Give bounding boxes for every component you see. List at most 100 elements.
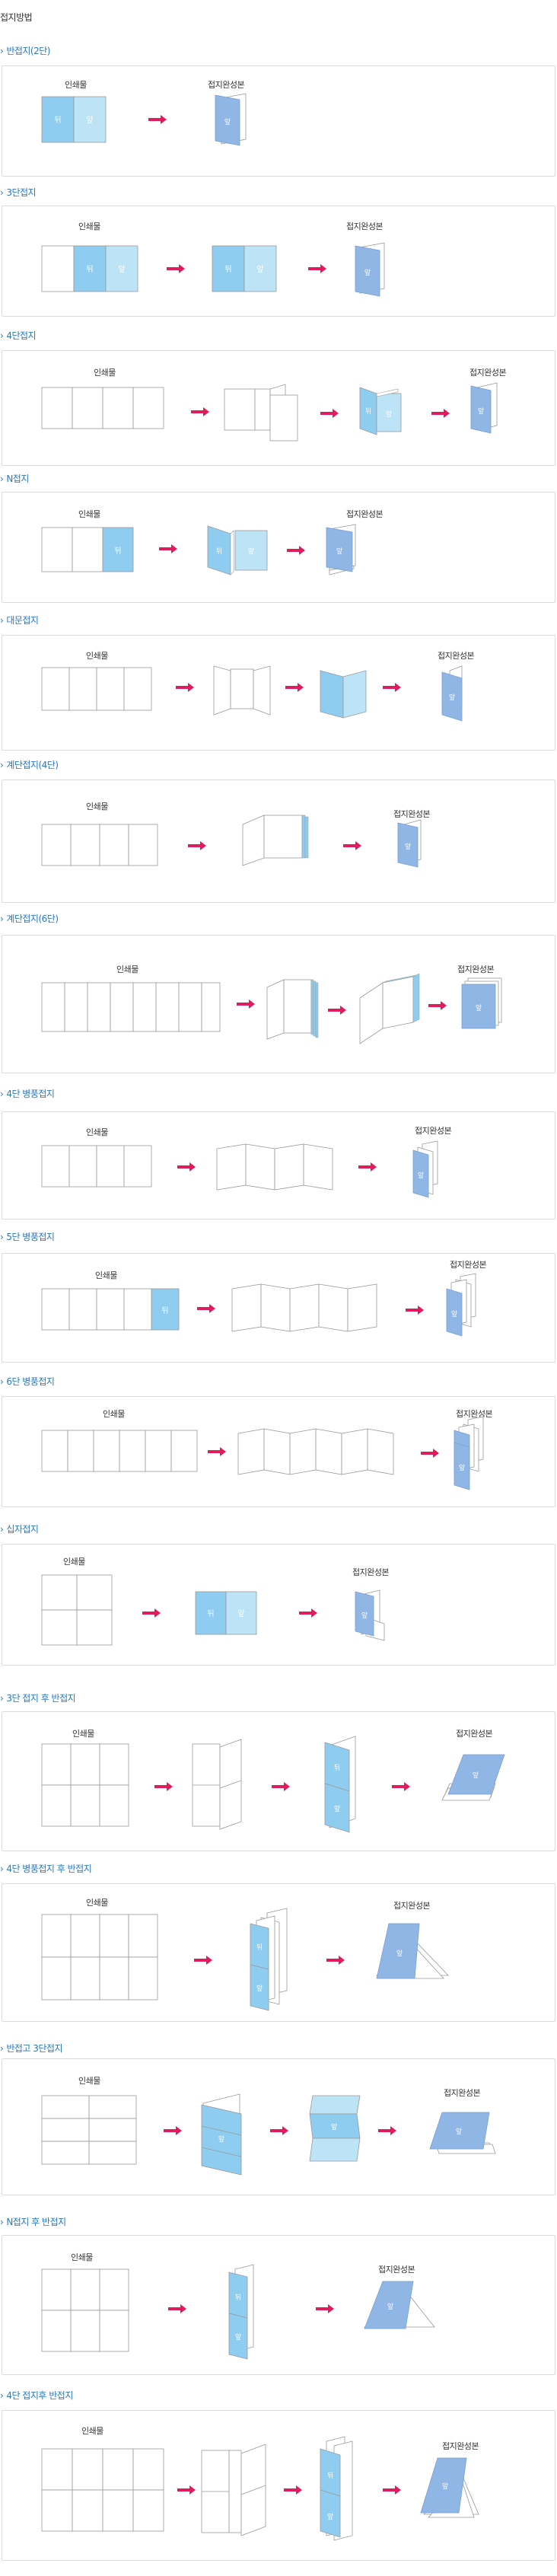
svg-text:앞: 앞: [256, 265, 263, 274]
svg-text:앞: 앞: [218, 2134, 224, 2144]
svg-text:앞: 앞: [334, 1804, 340, 1813]
bullet-icon: ›: [0, 760, 4, 770]
arrow-icon: [272, 1782, 290, 1791]
arrow-icon: [164, 2126, 182, 2135]
arrow-icon: [176, 683, 194, 692]
svg-text:앞: 앞: [224, 117, 231, 126]
arrow-icon: [343, 841, 361, 850]
print-label: 인쇄물: [86, 1127, 108, 1137]
arrow-icon: [270, 2126, 288, 2135]
bullet-icon: ›: [0, 615, 4, 626]
section-title: ›3단 접지 후 반접지: [0, 1691, 76, 1704]
section-title: ›5단 병풍접지: [0, 1230, 55, 1243]
print-label: 인쇄물: [78, 509, 100, 519]
svg-text:앞: 앞: [473, 1771, 479, 1780]
svg-text:뒤: 뒤: [334, 1763, 340, 1772]
fold-diagram: 앞: [41, 1416, 484, 1490]
svg-text:뒤: 뒤: [327, 2471, 333, 2480]
bullet-icon: ›: [0, 1232, 4, 1242]
svg-text:뒤: 뒤: [365, 406, 371, 416]
svg-text:뒤: 뒤: [224, 265, 231, 274]
finished-label: 접지완성본: [393, 809, 431, 819]
bullet-icon: ›: [0, 2217, 4, 2227]
svg-text:뒤: 뒤: [216, 547, 222, 556]
fold-diagram: 뒤 앞 앞: [41, 93, 247, 146]
fold-panel: 인쇄물 접지완성본 뒤 앞 앞: [2, 65, 555, 177]
finished-label: 접지완성본: [456, 1409, 493, 1419]
arrow-icon: [208, 1447, 226, 1456]
print-label: 인쇄물: [78, 2076, 100, 2086]
fold-panel: 인쇄물 접지완성본 뒤 앞 앞: [2, 350, 555, 466]
svg-text:앞: 앞: [476, 1003, 482, 1012]
arrow-icon: [148, 115, 167, 124]
finished-label: 접지완성본: [456, 1729, 493, 1739]
arrow-icon: [191, 407, 209, 416]
arrow-icon: [287, 546, 305, 555]
fold-diagram: 뒤 앞 앞: [41, 2264, 435, 2360]
print-label: 인쇄물: [86, 651, 108, 661]
bullet-icon: ›: [0, 330, 4, 341]
fold-diagram: 뒤 앞 앞: [41, 382, 498, 442]
arrow-icon: [326, 1956, 345, 1965]
bullet-icon: ›: [0, 187, 4, 198]
print-label: 인쇄물: [95, 1270, 117, 1280]
section-title-text: 계단접지(6단): [6, 913, 59, 924]
print-label: 인쇄물: [86, 1898, 108, 1908]
svg-text:앞: 앞: [331, 2122, 337, 2131]
arrow-icon: [168, 2304, 186, 2313]
section-title-text: 6단 병풍접지: [6, 1376, 55, 1387]
arrow-icon: [378, 2126, 396, 2135]
fold-panel: 인쇄물 접지완성본 뒤 앞 앞: [2, 1711, 555, 1851]
section-title: ›4단 병풍접지 후 반접지: [0, 1862, 92, 1875]
section-title-text: 3단 접지 후 반접지: [6, 1693, 76, 1704]
finished-label: 접지완성본: [346, 222, 384, 231]
back-mark: 뒤: [54, 116, 61, 125]
bullet-icon: ›: [0, 913, 4, 924]
arrow-icon: [142, 1608, 161, 1618]
fold-diagram: 앞 앞 앞: [41, 2093, 496, 2176]
front-mark: 앞: [86, 116, 93, 125]
section-title: ›계단접지(4단): [0, 758, 59, 771]
fold-panel: 인쇄물 접지완성본 뒤 앞 앞: [2, 2410, 555, 2561]
section-title-text: 4단접지: [6, 330, 37, 341]
svg-text:뒤: 뒤: [207, 1609, 214, 1618]
fold-panel: 인쇄물 접지완성본 뒤 앞: [2, 1253, 555, 1363]
finished-label: 접지완성본: [444, 2088, 481, 2098]
section-title: ›4단접지: [0, 329, 37, 342]
arrow-icon: [285, 683, 304, 692]
arrow-icon: [177, 2485, 196, 2495]
print-label: 인쇄물: [86, 802, 108, 811]
fold-diagram: 앞: [41, 665, 463, 722]
bullet-icon: ›: [0, 1524, 4, 1535]
svg-text:앞: 앞: [405, 842, 411, 851]
svg-text:앞: 앞: [235, 2332, 241, 2342]
sheet-panel: [41, 96, 75, 143]
arrow-icon: [159, 544, 177, 553]
svg-text:앞: 앞: [456, 2127, 462, 2136]
section-title: ›반접고 3단접지: [0, 2042, 63, 2055]
bullet-icon: ›: [0, 1089, 4, 1099]
svg-text:앞: 앞: [396, 1949, 403, 1958]
svg-text:뒤: 뒤: [86, 265, 93, 274]
finished-label: 접지완성본: [450, 1260, 487, 1270]
svg-text:앞: 앞: [248, 547, 254, 556]
section-title: ›반접지(2단): [0, 44, 50, 57]
bullet-icon: ›: [0, 1863, 4, 1874]
bullet-icon: ›: [0, 46, 4, 56]
svg-text:앞: 앞: [478, 406, 484, 416]
print-label: 인쇄물: [72, 1729, 94, 1739]
bullet-icon: ›: [0, 1376, 4, 1387]
bullet-icon: ›: [0, 2043, 4, 2054]
section-title-text: 4단 병풍접지: [6, 1089, 55, 1099]
fold-panel: 인쇄물 접지완성본 앞: [2, 779, 555, 903]
fold-diagram: 뒤 앞 뒤 앞 앞: [41, 242, 385, 297]
fold-diagram: 뒤 앞 앞: [41, 1574, 385, 1646]
arrow-icon: [167, 264, 185, 273]
section-title: ›4단 병풍접지: [0, 1087, 55, 1100]
fold-panel: 인쇄물 접지완성본 뒤 뒤 앞 앞: [2, 492, 555, 603]
finished-label: 접지완성본: [442, 2441, 479, 2451]
section-title: ›계단접지(6단): [0, 912, 59, 925]
section-title: ›N접지: [0, 472, 29, 485]
arrow-icon: [320, 409, 339, 418]
section-title: ›6단 병풍접지: [0, 1375, 55, 1388]
